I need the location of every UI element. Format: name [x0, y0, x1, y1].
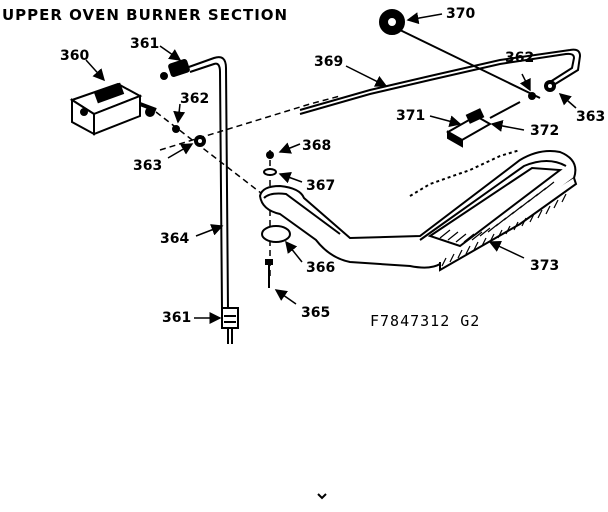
leader-lines — [85, 12, 577, 324]
diagram-title: UPPER OVEN BURNER SECTION — [2, 6, 288, 24]
callout-372: 372 — [530, 123, 559, 139]
callout-363-left: 363 — [133, 158, 162, 174]
callout-370: 370 — [446, 6, 475, 22]
callout-362-left: 362 — [180, 91, 209, 107]
washer-368 — [266, 151, 274, 159]
callout-361-top: 361 — [130, 36, 159, 52]
drawing-code: F7847312 G2 — [370, 312, 480, 330]
washer-362-left — [172, 125, 180, 133]
screw-365 — [265, 259, 273, 288]
fitting-361-bottom — [221, 307, 239, 344]
stray-mark — [317, 493, 327, 500]
gasket-366 — [261, 225, 291, 243]
callout-373: 373 — [530, 258, 559, 274]
callout-361-bottom: 361 — [162, 310, 191, 326]
valve-body-360 — [69, 82, 157, 136]
callout-367: 367 — [306, 178, 335, 194]
washer-367 — [263, 168, 277, 176]
igniter-370 — [379, 9, 541, 99]
bracket-371-372 — [445, 101, 521, 148]
callout-371: 371 — [396, 108, 425, 124]
callout-363-right: 363 — [576, 109, 605, 125]
callout-369: 369 — [314, 54, 343, 70]
pilot-tube-369 — [299, 48, 582, 115]
callout-360: 360 — [60, 48, 89, 64]
callout-365: 365 — [301, 305, 330, 321]
fitting-361-top — [160, 59, 190, 80]
gas-tube-364 — [185, 56, 229, 311]
callout-366: 366 — [306, 260, 335, 276]
washer-362-right — [528, 92, 536, 100]
callout-368: 368 — [302, 138, 331, 154]
nut-363-right — [544, 80, 556, 92]
callout-364: 364 — [160, 231, 189, 247]
callout-362-right: 362 — [505, 50, 534, 66]
burner-373 — [258, 149, 578, 272]
